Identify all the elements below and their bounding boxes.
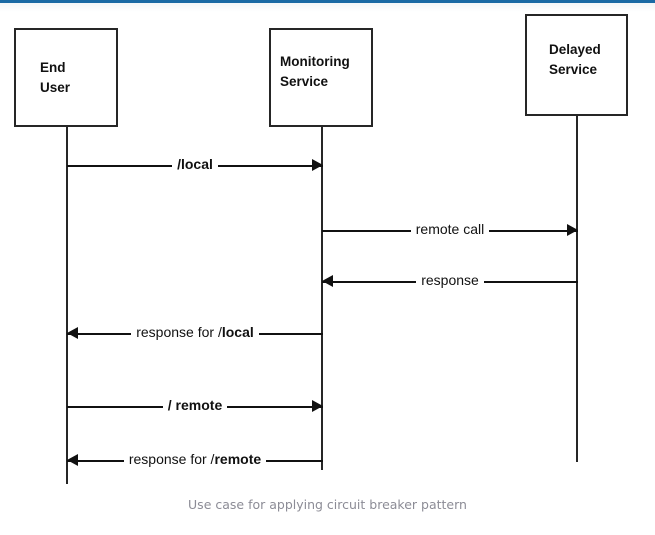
message-remote-request-response[interactable]: response for /remote	[67, 450, 323, 472]
message-label-remote-request: / remote	[67, 394, 323, 416]
message-remote-request[interactable]: / remote	[67, 396, 323, 418]
participant-label-end-user-line1: End	[40, 60, 66, 75]
participant-label-monitoring-service-line1: Monitoring	[280, 54, 350, 69]
message-label-local-request: /local	[67, 153, 323, 175]
participant-label-monitoring-service-line2: Service	[280, 73, 329, 89]
page-top-rule-fade	[0, 3, 655, 12]
message-local-request[interactable]: /local	[67, 155, 323, 177]
arrowhead-right-icon	[567, 223, 578, 236]
message-label-bold: remote	[214, 451, 262, 467]
message-label-remote-request-response: response for /remote	[67, 448, 323, 470]
arrowhead-left-icon	[67, 326, 78, 339]
message-label-regular: remote call	[415, 221, 485, 237]
message-label-remote-call: remote call	[322, 218, 578, 240]
lifeline-monitoring-service	[321, 127, 323, 470]
lifeline-end-user	[66, 127, 68, 484]
lifeline-delayed-service	[576, 116, 578, 462]
message-label-bold: /local	[177, 156, 213, 172]
message-label-bold: / remote	[167, 397, 223, 413]
arrowhead-left-icon	[67, 453, 78, 466]
message-label-regular: response	[421, 272, 479, 288]
message-label-remote-response: response	[322, 269, 578, 291]
page-top-rule	[0, 0, 655, 3]
message-label-regular: response for /	[128, 451, 215, 467]
participant-label-delayed-service-line1: Delayed	[549, 42, 601, 57]
message-remote-call[interactable]: remote call	[322, 220, 578, 242]
message-local-response[interactable]: response for /local	[67, 323, 323, 345]
diagram-caption: Use case for applying circuit breaker pa…	[188, 497, 467, 512]
arrowhead-right-icon	[312, 158, 323, 171]
arrowhead-left-icon	[322, 274, 333, 287]
message-label-local-response: response for /local	[67, 321, 323, 343]
message-label-regular: response for /	[136, 324, 222, 340]
message-label-bold: local	[221, 324, 254, 340]
participant-label-delayed-service-line2: Service	[549, 61, 598, 77]
message-remote-response[interactable]: response	[322, 271, 578, 293]
arrowhead-right-icon	[312, 399, 323, 412]
participant-label-end-user-line2: User	[40, 79, 71, 95]
